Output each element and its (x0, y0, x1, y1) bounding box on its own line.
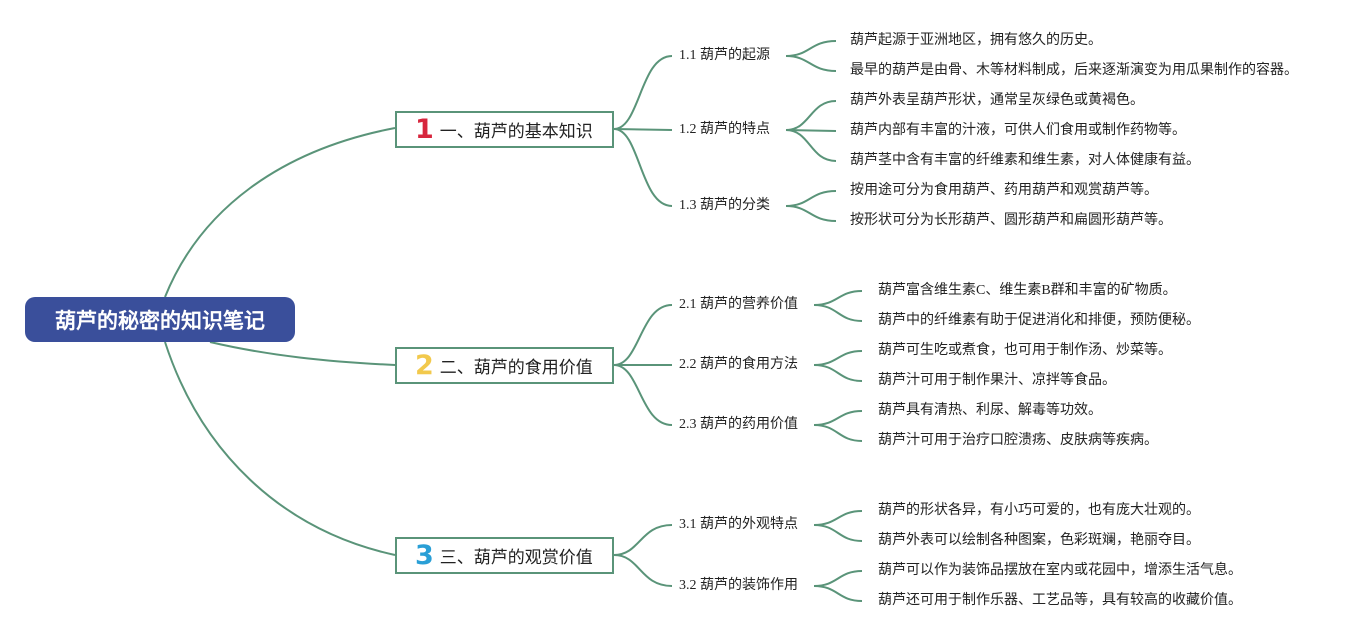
connector-b2-s3 (613, 364, 673, 426)
connector-b1-s1 (613, 55, 673, 130)
branch-topic-1-label: 一、葫芦的基本知识 (439, 122, 593, 142)
branch-topic-1[interactable]: 1 一、葫芦的基本知识 (395, 111, 614, 148)
subtopic-2-1[interactable]: 2.1 葫芦的营养价值 (679, 297, 798, 312)
branch-topic-2-label: 二、葫芦的食用价值 (439, 358, 593, 378)
leaf-2-1-1[interactable]: 葫芦富含维生素C、维生素B群和丰富的矿物质。 (878, 283, 1177, 298)
subtopic-2-2[interactable]: 2.2 葫芦的食用方法 (679, 357, 798, 372)
connector-s31-l2 (813, 524, 863, 542)
leaf-3-2-2[interactable]: 葫芦还可用于制作乐器、工艺品等，具有较高的收藏价值。 (878, 593, 1242, 608)
branch-topic-3-label: 三、葫芦的观赏价值 (439, 548, 593, 568)
connector-b3-s2 (613, 554, 673, 587)
connector-s32-l1 (813, 570, 863, 587)
leaf-2-2-2[interactable]: 葫芦汁可用于制作果汁、凉拌等食品。 (878, 373, 1116, 388)
connector-s31-l1 (813, 510, 863, 526)
connector-b3-s1 (613, 524, 673, 556)
connector-s22-l1 (813, 350, 863, 366)
leaf-2-1-2[interactable]: 葫芦中的纤维素有助于促进消化和排便，预防便秘。 (878, 313, 1200, 328)
connector-s23-l2 (813, 424, 863, 442)
subtopic-3-2[interactable]: 3.2 葫芦的装饰作用 (679, 578, 798, 593)
connector-s22-l2 (813, 364, 863, 382)
leaf-1-1-2[interactable]: 最早的葫芦是由骨、木等材料制成，后来逐渐演变为用瓜果制作的容器。 (850, 63, 1298, 78)
root-topic[interactable]: 葫芦的秘密的知识笔记 (25, 297, 295, 342)
leaf-1-3-1[interactable]: 按用途可分为食用葫芦、药用葫芦和观赏葫芦等。 (850, 183, 1158, 198)
connector-b1-s3 (613, 128, 673, 207)
root-topic-label: 葫芦的秘密的知识笔记 (55, 308, 265, 333)
connector-s12-l3 (785, 129, 837, 162)
leaf-1-3-2[interactable]: 按形状可分为长形葫芦、圆形葫芦和扁圆形葫芦等。 (850, 213, 1172, 228)
leaf-3-1-1[interactable]: 葫芦的形状各异，有小巧可爱的，也有庞大壮观的。 (878, 503, 1200, 518)
leaf-1-2-2[interactable]: 葫芦内部有丰富的汁液，可供人们食用或制作药物等。 (850, 123, 1186, 138)
branch-topic-2[interactable]: 2 二、葫芦的食用价值 (395, 347, 614, 384)
leaf-1-2-1[interactable]: 葫芦外表呈葫芦形状，通常呈灰绿色或黄褐色。 (850, 93, 1144, 108)
connector-s21-l1 (813, 290, 863, 306)
connector-s11-l2 (785, 55, 837, 72)
leaf-2-2-1[interactable]: 葫芦可生吃或煮食，也可用于制作汤、炒菜等。 (878, 343, 1172, 358)
connector-root-branch-2 (209, 341, 396, 366)
connector-root-branch-3 (164, 341, 396, 556)
leaf-3-1-2[interactable]: 葫芦外表可以绘制各种图案，色彩斑斓，艳丽夺目。 (878, 533, 1200, 548)
connector-s23-l1 (813, 410, 863, 426)
leaf-1-2-3[interactable]: 葫芦茎中含有丰富的纤维素和维生素，对人体健康有益。 (850, 153, 1200, 168)
connector-s13-l1 (785, 190, 837, 207)
subtopic-2-3[interactable]: 2.3 葫芦的药用价值 (679, 417, 798, 432)
connector-root-branch-1 (164, 127, 396, 298)
leaf-2-3-1[interactable]: 葫芦具有清热、利尿、解毒等功效。 (878, 403, 1102, 418)
subtopic-1-2[interactable]: 1.2 葫芦的特点 (679, 122, 770, 137)
number-2-icon: 2 (415, 350, 434, 381)
connector-s11-l1 (785, 40, 837, 57)
connector-s12-l1 (785, 100, 837, 131)
connector-b1-s2 (613, 128, 673, 131)
connector-s21-l2 (813, 304, 863, 322)
leaf-1-1-1[interactable]: 葫芦起源于亚洲地区，拥有悠久的历史。 (850, 33, 1102, 48)
number-3-icon: 3 (415, 540, 434, 571)
leaf-2-3-2[interactable]: 葫芦汁可用于治疗口腔溃疡、皮肤病等疾病。 (878, 433, 1158, 448)
branch-topic-3[interactable]: 3 三、葫芦的观赏价值 (395, 537, 614, 574)
subtopic-3-1[interactable]: 3.1 葫芦的外观特点 (679, 517, 798, 532)
connector-b2-s1 (613, 304, 673, 366)
subtopic-1-1[interactable]: 1.1 葫芦的起源 (679, 48, 770, 63)
connector-s12-l2 (785, 129, 837, 132)
number-1-icon: 1 (415, 114, 434, 145)
subtopic-1-3[interactable]: 1.3 葫芦的分类 (679, 198, 770, 213)
connector-s32-l2 (813, 585, 863, 602)
connector-s13-l2 (785, 205, 837, 222)
leaf-3-2-1[interactable]: 葫芦可以作为装饰品摆放在室内或花园中，增添生活气息。 (878, 563, 1242, 578)
